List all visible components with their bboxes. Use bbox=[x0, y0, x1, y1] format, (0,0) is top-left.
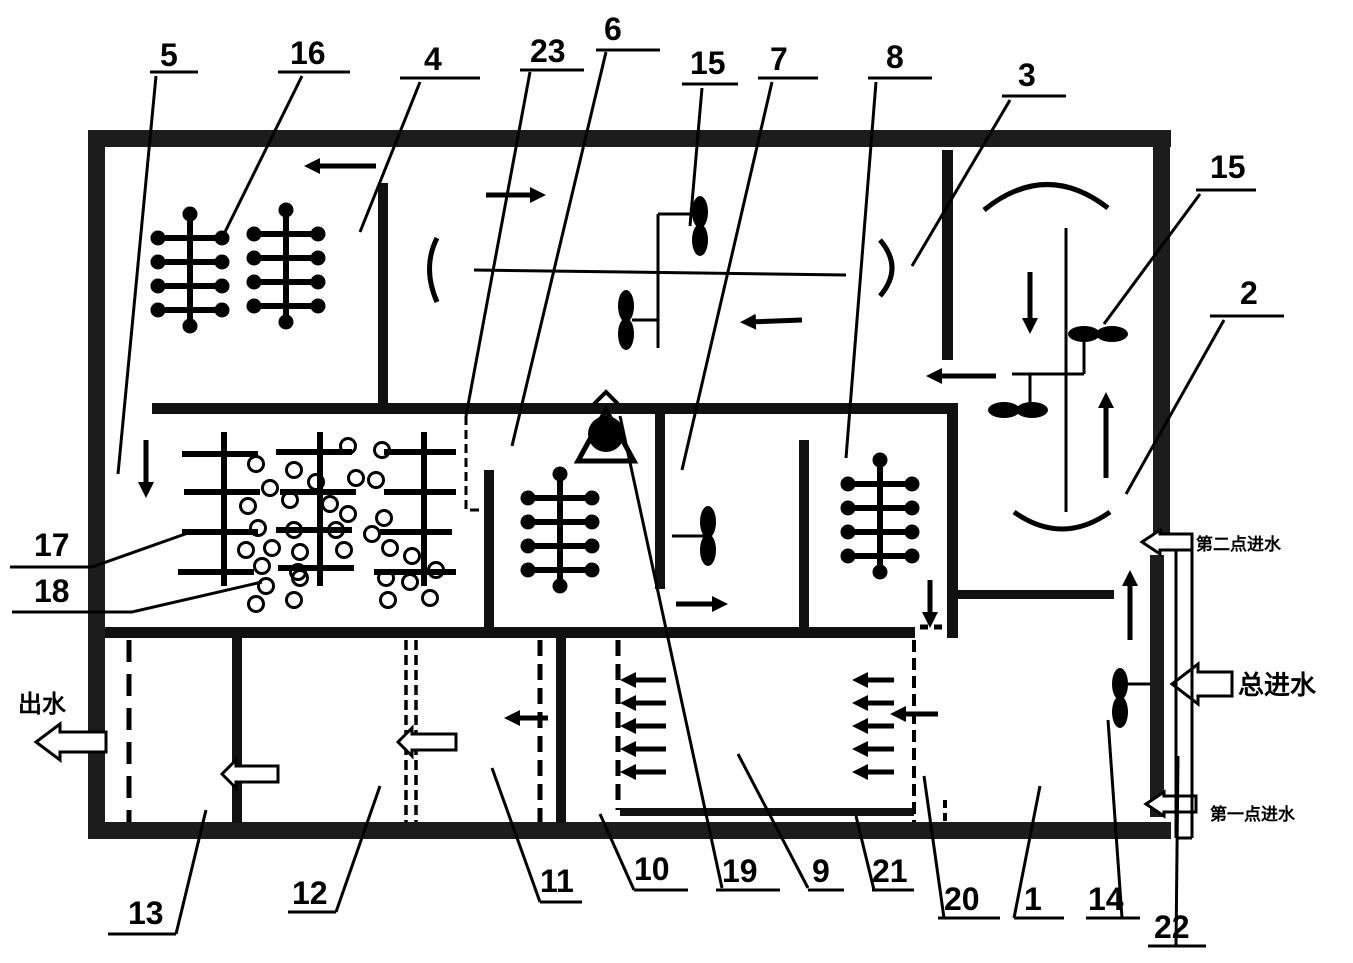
label-8: 8 bbox=[886, 39, 904, 75]
media-balls-18 bbox=[237, 437, 445, 613]
outlet-label: 出水 bbox=[18, 690, 67, 718]
label-20: 20 bbox=[944, 881, 980, 917]
part-labels: 5 16 4 23 6 15 7 8 3 15 2 17 18 13 12 11… bbox=[34, 11, 1258, 945]
leader-lines bbox=[10, 48, 1284, 948]
first-inlet-label: 第一点进水 bbox=[1210, 804, 1296, 825]
mixer-chamber-1 bbox=[1112, 668, 1150, 728]
inlet-pipe-22 bbox=[1174, 550, 1194, 840]
pump-icon-19 bbox=[573, 389, 639, 464]
media-ball bbox=[291, 543, 309, 561]
mixer-chamber-7 bbox=[672, 506, 716, 566]
label-10: 10 bbox=[634, 851, 670, 887]
media-ball bbox=[261, 479, 279, 497]
label-14: 14 bbox=[1088, 881, 1124, 917]
total-inlet-arrow bbox=[1169, 660, 1234, 708]
label-19: 19 bbox=[722, 853, 758, 889]
outer-wall bbox=[88, 130, 1171, 839]
media-ball bbox=[339, 437, 357, 455]
label-6: 6 bbox=[604, 11, 622, 47]
media-ball bbox=[335, 541, 353, 559]
mixer-shaft-chamber-2 bbox=[982, 182, 1112, 532]
outlet-arrow bbox=[33, 721, 108, 763]
media-ball bbox=[375, 509, 393, 527]
label-7: 7 bbox=[770, 41, 788, 77]
media-ball bbox=[239, 497, 257, 515]
label-5: 5 bbox=[160, 37, 178, 73]
hollow-arrows bbox=[33, 527, 1234, 819]
aerator-icon-6 bbox=[521, 467, 600, 594]
media-ball bbox=[253, 557, 271, 575]
propeller-icon-4b bbox=[618, 290, 634, 350]
label-18: 18 bbox=[34, 573, 70, 609]
media-ball bbox=[237, 541, 255, 559]
label-22: 22 bbox=[1154, 909, 1190, 945]
media-ball bbox=[249, 519, 267, 537]
label-11: 11 bbox=[540, 863, 574, 899]
media-ball bbox=[373, 441, 391, 459]
media-ball bbox=[347, 469, 365, 487]
media-ball bbox=[285, 591, 303, 609]
media-ball bbox=[367, 471, 385, 489]
media-ball bbox=[247, 455, 265, 473]
label-4: 4 bbox=[424, 41, 442, 77]
media-ball bbox=[363, 525, 381, 543]
second-inlet-arrow bbox=[1139, 527, 1194, 557]
media-ball bbox=[291, 569, 309, 587]
media-ball bbox=[403, 547, 421, 565]
media-ball bbox=[427, 561, 445, 579]
label-16: 16 bbox=[290, 35, 326, 71]
label-13: 13 bbox=[128, 895, 164, 931]
media-ball bbox=[307, 473, 325, 491]
media-ball bbox=[401, 573, 419, 591]
label-9: 9 bbox=[812, 853, 830, 889]
total-inlet-label: 总进水 bbox=[1238, 671, 1317, 701]
propeller-icon-2a bbox=[988, 402, 1048, 418]
perforated-walls bbox=[126, 416, 948, 822]
media-ball bbox=[285, 521, 303, 539]
label-17: 17 bbox=[34, 527, 70, 563]
aerator-icon-16b bbox=[247, 203, 326, 330]
media-ball bbox=[379, 591, 397, 609]
label-23: 23 bbox=[530, 33, 566, 69]
media-ball bbox=[247, 595, 265, 613]
propeller-icon-4a bbox=[692, 196, 708, 256]
label-21: 21 bbox=[872, 853, 908, 889]
label-15-right: 15 bbox=[1210, 149, 1246, 185]
media-ball bbox=[381, 539, 399, 557]
second-inlet-label: 第二点进水 bbox=[1196, 534, 1282, 555]
label-12: 12 bbox=[292, 875, 328, 911]
label-1: 1 bbox=[1024, 881, 1042, 917]
aerator-icon-8 bbox=[841, 453, 920, 580]
media-ball bbox=[321, 495, 339, 513]
propeller-icon-2b bbox=[1068, 326, 1128, 342]
media-ball bbox=[257, 577, 275, 595]
label-2: 2 bbox=[1240, 275, 1258, 311]
media-ball bbox=[285, 461, 303, 479]
flow-arrows bbox=[137, 157, 1139, 781]
media-ball bbox=[377, 569, 395, 587]
label-3: 3 bbox=[1018, 57, 1036, 93]
mixer-shaft-chamber-4 bbox=[427, 212, 895, 348]
label-15-top: 15 bbox=[690, 45, 726, 81]
media-ball bbox=[421, 589, 439, 607]
aerator-icon-16a bbox=[151, 207, 230, 334]
media-ball bbox=[263, 539, 281, 557]
media-ball bbox=[327, 521, 345, 539]
media-ball bbox=[339, 505, 357, 523]
media-ball bbox=[281, 491, 299, 509]
